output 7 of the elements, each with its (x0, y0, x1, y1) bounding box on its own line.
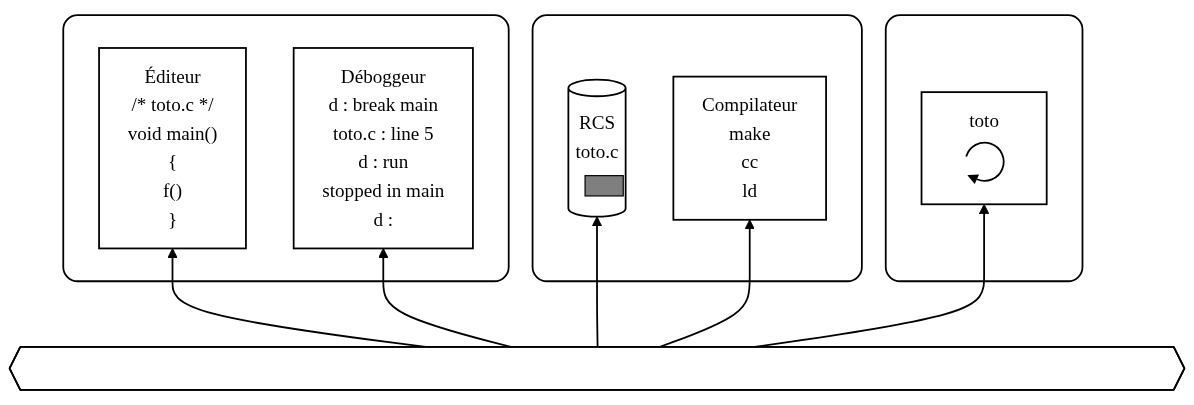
cluster (62, 14, 510, 283)
node-box: Éditeur /* toto.c */ void main() { f() } (98, 47, 247, 250)
node-box: Compilateur make cc ld (672, 75, 827, 221)
cluster (531, 14, 863, 283)
node-box: Déboggeur d : break main toto.c : line 5 d : run stopped in main d : (292, 47, 474, 250)
node-box: toto (920, 91, 1048, 206)
cluster (884, 14, 1084, 283)
